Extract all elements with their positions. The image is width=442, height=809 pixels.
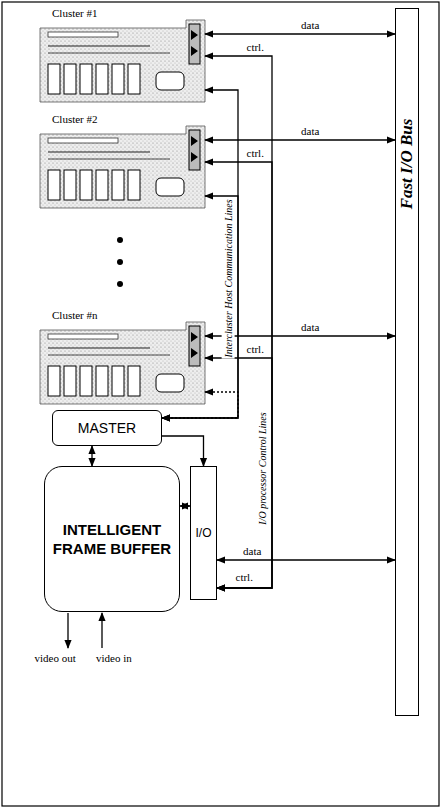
node-text: INTELLIGENT FRAME BUFFER	[51, 520, 173, 558]
cluster-board	[40, 20, 205, 102]
bus-name: I/O processor Control Lines	[256, 411, 269, 525]
process-box: I/O	[190, 466, 217, 600]
connector	[162, 196, 238, 418]
cluster-board	[40, 126, 205, 208]
node-text: Cluster #1	[40, 6, 205, 20]
signal-name: video in	[95, 652, 133, 665]
cluster-board: Cluster #1	[40, 6, 205, 102]
ellipsis-dot	[117, 259, 123, 265]
video-in-arrow	[101, 613, 102, 648]
cluster-board	[40, 322, 205, 404]
connector	[162, 90, 238, 418]
connector	[217, 559, 395, 560]
node-text: MASTER	[78, 420, 136, 436]
edge-label: ctrl.	[246, 41, 265, 54]
connector	[91, 446, 92, 466]
node-text: Fast I/O Bus	[397, 119, 417, 210]
edge-label: ctrl.	[246, 147, 265, 160]
node-text: I/O	[195, 526, 211, 540]
cluster-board: Cluster #n	[40, 308, 205, 404]
connector	[180, 505, 190, 506]
ellipsis-dot	[117, 237, 123, 243]
edge-label: data	[300, 19, 320, 32]
process-box: INTELLIGENT FRAME BUFFER	[44, 466, 180, 612]
bus-bar: Fast I/O Bus	[395, 8, 419, 716]
connector	[162, 392, 238, 418]
edge-label: data	[300, 125, 320, 138]
edge-label: data	[242, 545, 262, 558]
bus-name: Intercluster Host Communication Lines	[222, 198, 235, 358]
node-text: Cluster #n	[40, 308, 205, 322]
connector	[205, 139, 395, 140]
video-out-arrow	[67, 613, 68, 648]
cluster-board: Cluster #2	[40, 112, 205, 208]
edge-label: data	[300, 321, 320, 334]
edge-label: ctrl.	[246, 343, 265, 356]
connector	[162, 436, 204, 466]
signal-name: ctrl.	[235, 571, 254, 584]
node-text: Cluster #2	[40, 112, 205, 126]
ellipsis-dot	[117, 281, 123, 287]
signal-name: video out	[34, 652, 77, 665]
process-box: MASTER	[52, 410, 162, 446]
connector	[205, 33, 395, 34]
